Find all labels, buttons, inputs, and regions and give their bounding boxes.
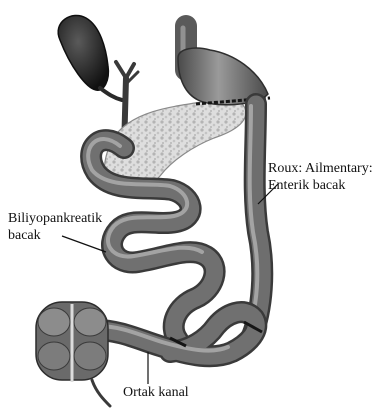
colon	[36, 302, 110, 406]
label-biliopancreatic-limb: Biliyopankreatik bacak	[8, 210, 102, 244]
label-roux-limb: Roux: Ailmentary: Enterik bacak	[268, 160, 373, 194]
label-common-channel: Ortak kanal	[123, 384, 189, 401]
label-roux-line2: Enterik bacak	[268, 177, 373, 194]
label-roux-line1: Roux: Ailmentary:	[268, 160, 373, 177]
roux-limb	[248, 104, 262, 336]
cystic-duct	[100, 88, 122, 100]
gallbladder	[58, 15, 108, 90]
label-bilio-line1: Biliyopankreatik	[8, 210, 102, 227]
label-bilio-line2: bacak	[8, 227, 102, 244]
